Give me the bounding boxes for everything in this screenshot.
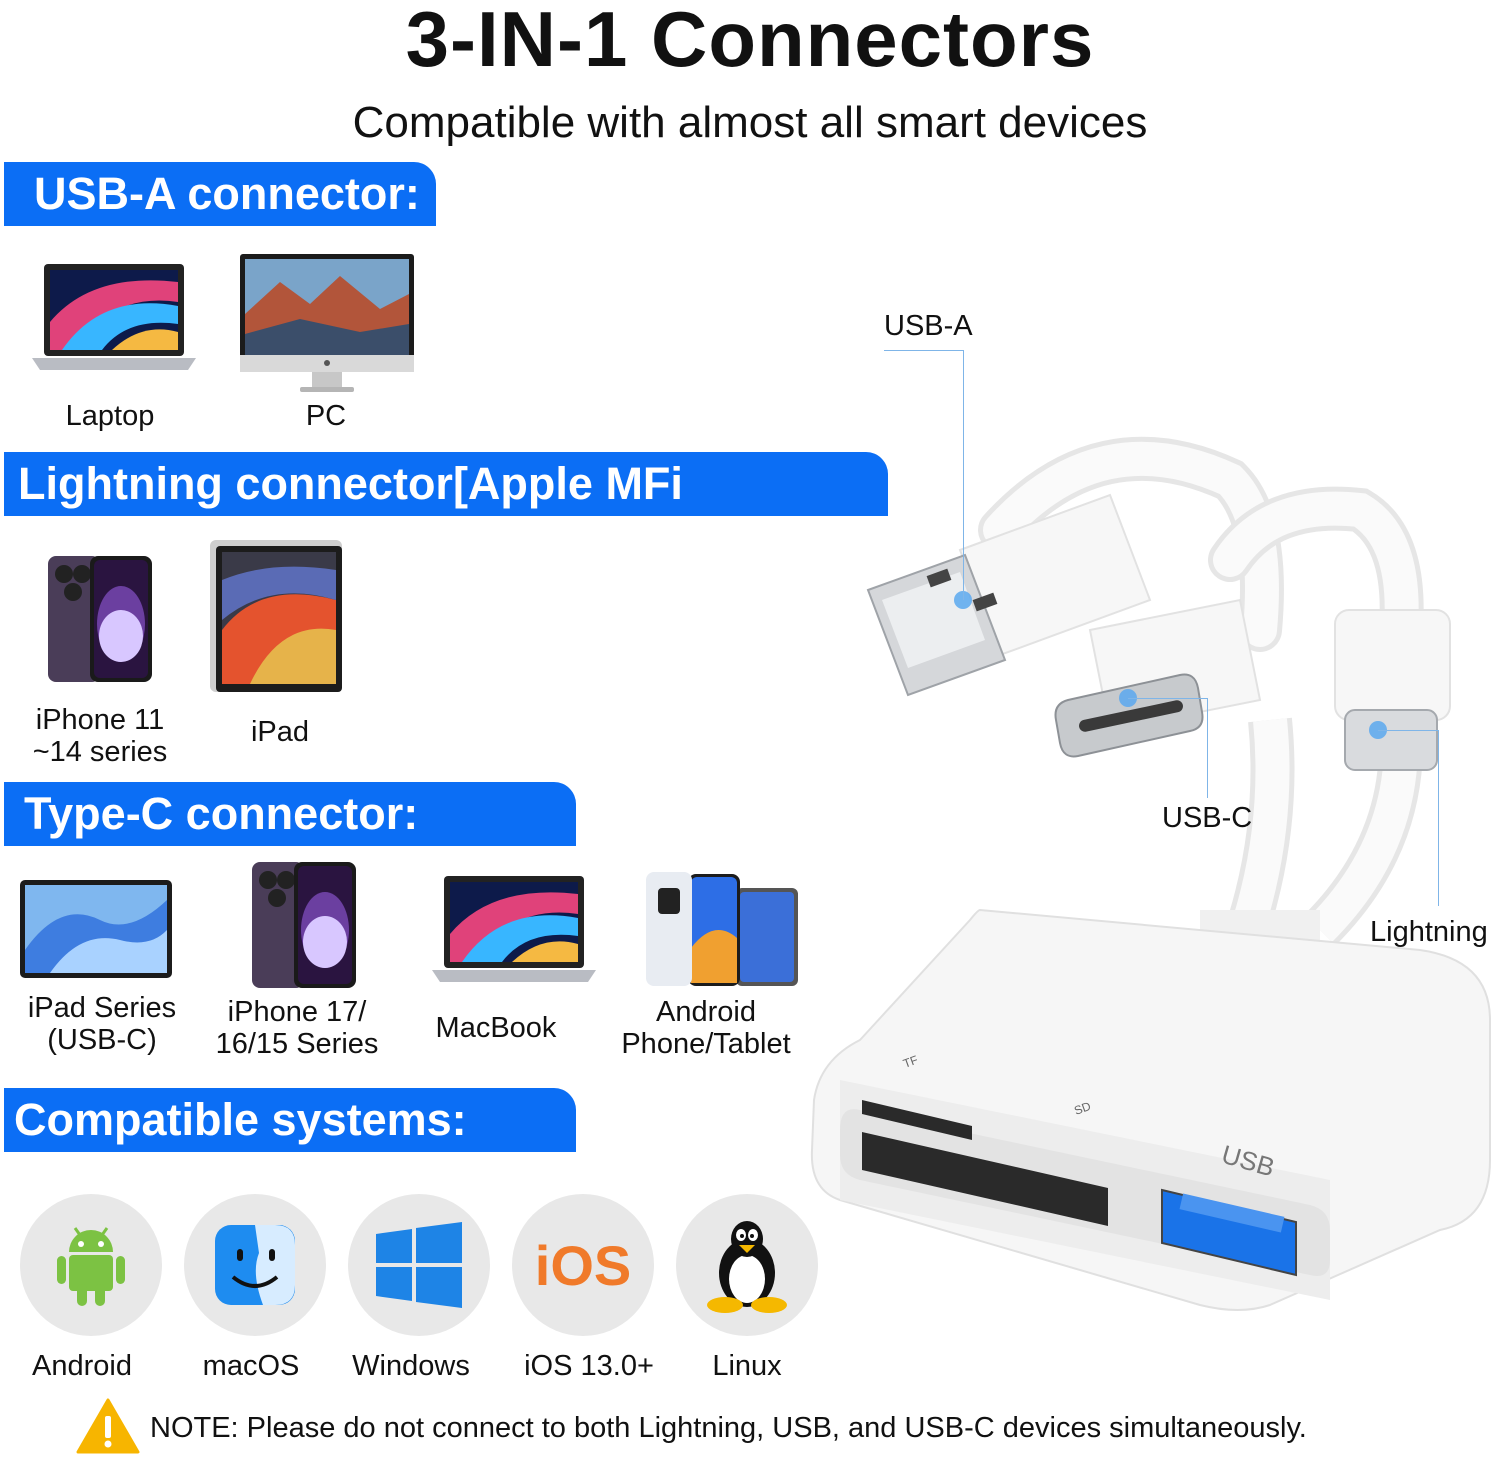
ios-logo-text: iOS [534,1233,632,1297]
android-logo-icon [20,1194,162,1336]
iphone-usbc-icon [250,860,358,995]
note-text: NOTE: Please do not connect to both Ligh… [150,1412,1307,1444]
ipad-icon [210,540,344,699]
callout-lightning: Lightning [1370,916,1488,948]
iphone-icon [46,554,154,689]
callout-line-usba-h [884,350,964,351]
card-reader-hub: TF SD USB [810,908,1491,1311]
macos-finder-icon [184,1194,326,1336]
usba-plug-icon [866,493,1152,697]
callout-line-usba-v [963,350,964,600]
ios-logo-icon: iOS [512,1194,654,1336]
callout-line-lightning-h [1378,730,1438,731]
callout-line-lightning-v [1438,730,1439,906]
device-label-iphone-usbc: iPhone 17/ 16/15 Series [215,996,379,1060]
adapter-illustration: TF SD USB [800,300,1500,1325]
lightning-plug-icon [1334,609,1451,771]
systems-heading: Compatible systems: [4,1088,576,1152]
lightning-heading: Lightning connector[Apple MFi Certified]… [4,452,888,573]
linux-tux-icon [676,1194,818,1336]
callout-usbc: USB-C [1162,802,1253,834]
device-label-laptop: Laptop [65,400,155,432]
device-label-ipad: iPad [250,716,310,748]
page-title: 3-IN-1 Connectors [405,0,1095,83]
system-label-macos: macOS [202,1350,300,1382]
pc-monitor-icon [240,254,416,399]
callout-usba: USB-A [884,310,973,342]
system-label-android: Android [32,1350,132,1382]
page-subtitle: Compatible with almost all smart devices [352,98,1148,147]
callout-line-usbc-v [1207,698,1208,798]
warning-icon [76,1398,140,1459]
usba-heading: USB-A connector: [4,162,436,226]
tf-port-label: TF [901,1053,920,1071]
typec-heading: Type-C connector: [4,782,576,846]
laptop-icon [32,262,196,377]
device-label-macbook: MacBook [435,1012,557,1044]
ipad-usbc-icon [20,880,174,985]
device-label-android: Android Phone/Tablet [621,996,791,1060]
windows-logo-icon [348,1194,490,1336]
device-label-iphone: iPhone 11 ~14 series [32,704,168,768]
sd-port-label: SD [1072,1099,1093,1118]
system-label-ios: iOS 13.0+ [524,1350,654,1382]
device-label-ipad-usbc: iPad Series (USB-C) [27,992,177,1056]
macbook-icon [432,874,596,989]
system-label-linux: Linux [712,1350,782,1382]
system-label-windows: Windows [352,1350,470,1382]
device-label-pc: PC [305,400,347,432]
callout-line-usbc-h [1128,698,1208,699]
usbc-plug-icon [1054,598,1262,758]
android-devices-icon [644,868,800,993]
